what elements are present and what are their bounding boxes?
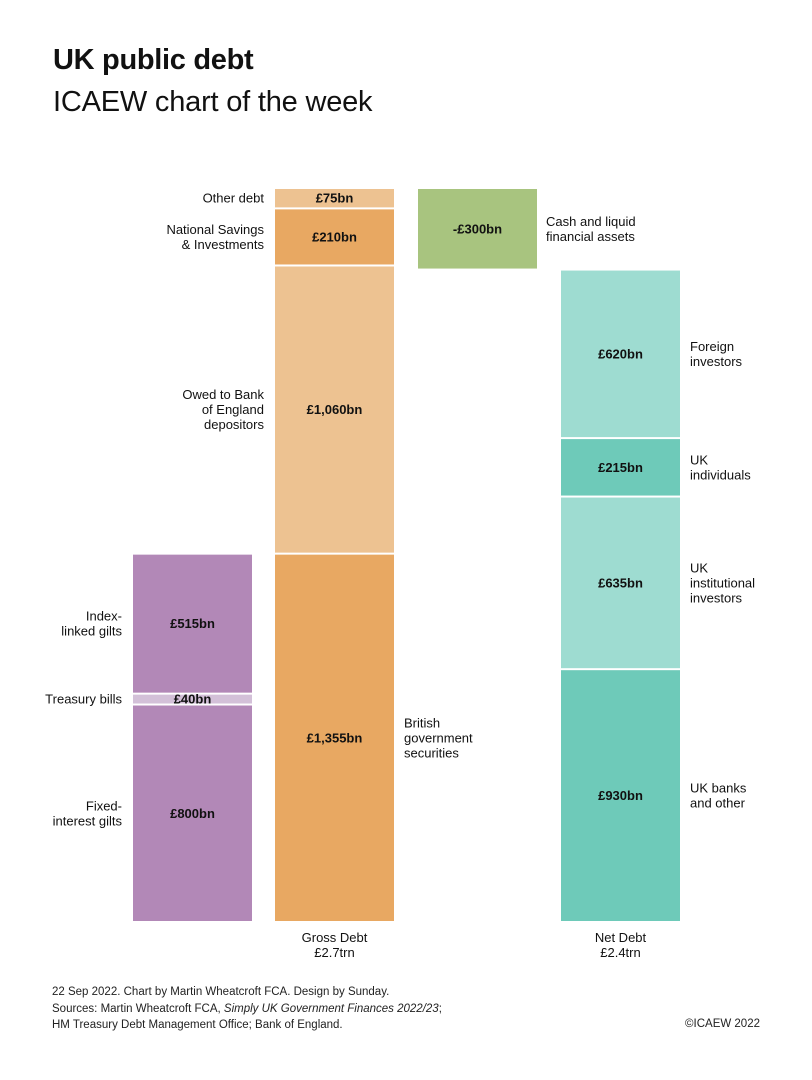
value-label-uk-individuals: £215bn xyxy=(598,460,643,475)
bar-owed-to-bank-of-england-depositors xyxy=(275,266,394,553)
copyright: ©ICAEW 2022 xyxy=(685,1018,760,1030)
column-label-gross: Gross Debt£2.7trn xyxy=(302,930,368,960)
value-label-uk-banks-and-other: £930bn xyxy=(598,788,643,803)
value-label-foreign-investors: £620bn xyxy=(598,346,643,361)
value-label-british-government-securities: £1,355bn xyxy=(307,730,363,745)
footer-notes: 22 Sep 2022. Chart by Martin Wheatcroft … xyxy=(52,984,442,1034)
footer-line-1: 22 Sep 2022. Chart by Martin Wheatcroft … xyxy=(52,986,390,998)
column-label-net: Net Debt£2.4trn xyxy=(595,930,647,960)
value-label-other-debt: £75bn xyxy=(316,191,354,206)
footer-source-title: Simply UK Government Finances 2022/23 xyxy=(223,1002,439,1015)
value-label-uk-institutional-investors: £635bn xyxy=(598,575,643,590)
value-label-owed-to-bank-of-england-depositors: £1,060bn xyxy=(307,402,363,417)
bar-fixed-interest-gilts xyxy=(133,705,252,921)
bar-other-debt xyxy=(275,189,394,208)
segment-label-fixed-interest-gilts: Fixed-interest gilts xyxy=(53,798,123,828)
chart-title: UK public debt xyxy=(53,44,254,76)
value-label-index-linked-gilts: £515bn xyxy=(170,616,215,631)
value-label-national-savings-investments: £210bn xyxy=(312,229,357,244)
bar-uk-institutional-investors xyxy=(561,497,680,669)
footer-source-prefix: Sources: Martin Wheatcroft FCA, xyxy=(52,1002,224,1015)
footer-source-suffix: ; xyxy=(438,1002,442,1015)
segment-label-national-savings-investments: National Savings& Investments xyxy=(166,222,264,252)
bar-uk-individuals xyxy=(561,439,680,496)
bar-index-linked-gilts xyxy=(133,554,252,693)
value-label-fixed-interest-gilts: £800bn xyxy=(170,806,215,821)
bar-uk-banks-and-other xyxy=(561,670,680,921)
chart-subtitle: ICAEW chart of the week xyxy=(53,86,373,118)
bar-cash-and-liquid-financial-assets xyxy=(418,189,537,269)
segment-label-index-linked-gilts: Index-linked gilts xyxy=(61,609,122,639)
bar-british-government-securities xyxy=(275,554,394,921)
value-label-cash-and-liquid-financial-assets: -£300bn xyxy=(453,221,502,236)
bar-foreign-investors xyxy=(561,270,680,438)
value-label-treasury-bills: £40bn xyxy=(174,692,212,707)
footer-line-3: HM Treasury Debt Management Office; Bank… xyxy=(52,1019,343,1031)
footer-line-2: Sources: Martin Wheatcroft FCA, Simply U… xyxy=(52,1001,442,1018)
segment-label-other-debt: Other debt xyxy=(203,191,265,206)
bar-treasury-bills xyxy=(133,694,252,704)
segment-label-treasury-bills: Treasury bills xyxy=(45,692,122,707)
bar-national-savings-investments xyxy=(275,209,394,265)
debt-chart: £800bn Fixed-interest gilts £40bn Treasury … xyxy=(45,189,755,960)
